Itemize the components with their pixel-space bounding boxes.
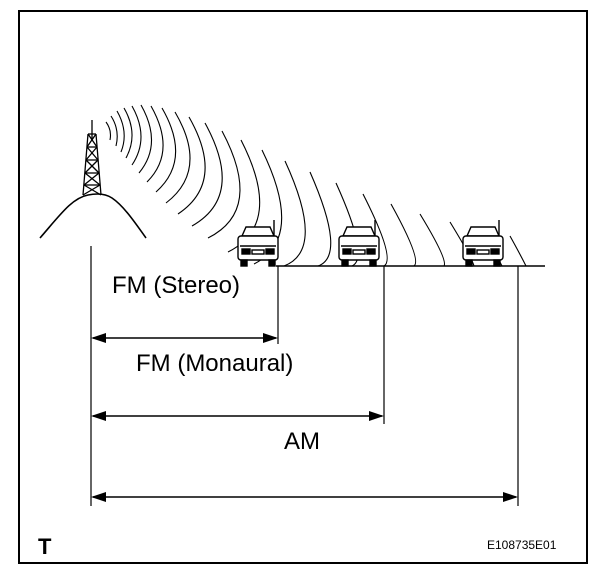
fm-monaural-label: FM (Monaural) bbox=[136, 350, 294, 377]
radio-tower-icon bbox=[82, 120, 102, 196]
car-icon bbox=[462, 220, 504, 267]
fm-stereo-label: FM (Stereo) bbox=[112, 272, 241, 299]
car-icon bbox=[237, 220, 279, 267]
extension-lines bbox=[90, 246, 519, 506]
figure-code: E108735E01 bbox=[487, 538, 557, 552]
car-icon bbox=[338, 220, 380, 267]
hill bbox=[39, 193, 147, 239]
fm-stereo-range-arrow bbox=[91, 333, 278, 343]
am-range-arrow bbox=[91, 492, 518, 502]
figure-frame bbox=[18, 10, 588, 564]
am-label: AM bbox=[284, 428, 320, 455]
corner-letter: T bbox=[38, 534, 52, 559]
radio-waves bbox=[105, 104, 527, 267]
fm-monaural-range-arrow bbox=[91, 411, 384, 421]
